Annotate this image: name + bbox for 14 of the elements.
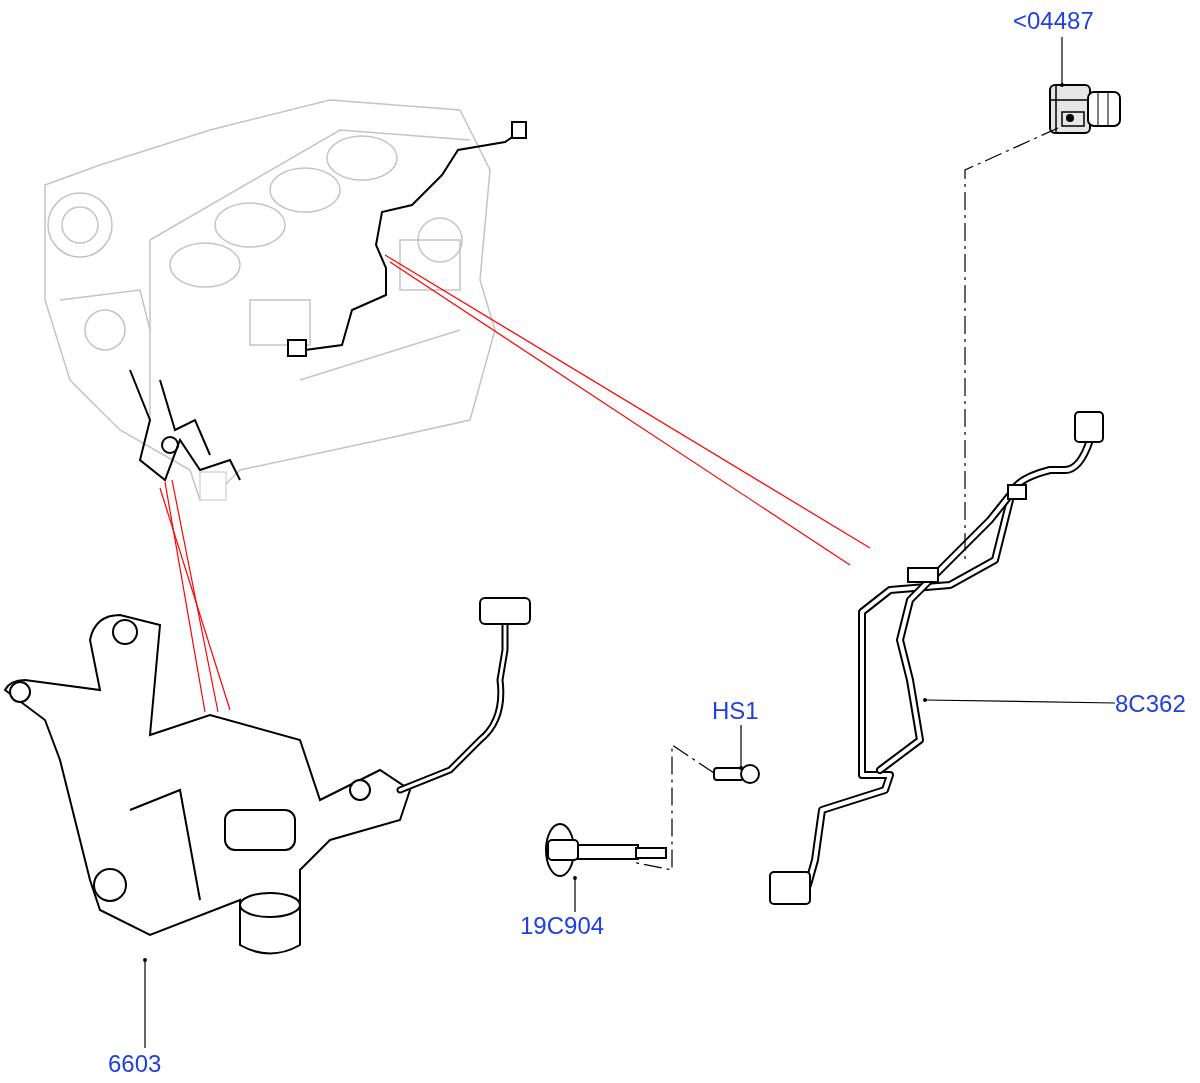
part-number: 19C904 (520, 910, 605, 942)
part-number: 6603 (108, 1048, 162, 1080)
location-line (159, 487, 231, 711)
leader-line (1060, 36, 1064, 87)
leader-line (923, 698, 1116, 704)
assembly-line (964, 127, 1059, 561)
leader-line (739, 724, 743, 770)
part-number: 8C362 (1115, 688, 1186, 720)
part-number: <04487 (1013, 5, 1094, 37)
location-line (171, 479, 219, 713)
leader-line (573, 876, 577, 913)
location-line (164, 481, 206, 713)
leader-line (143, 958, 147, 1049)
part-number: HS1 (712, 695, 759, 727)
